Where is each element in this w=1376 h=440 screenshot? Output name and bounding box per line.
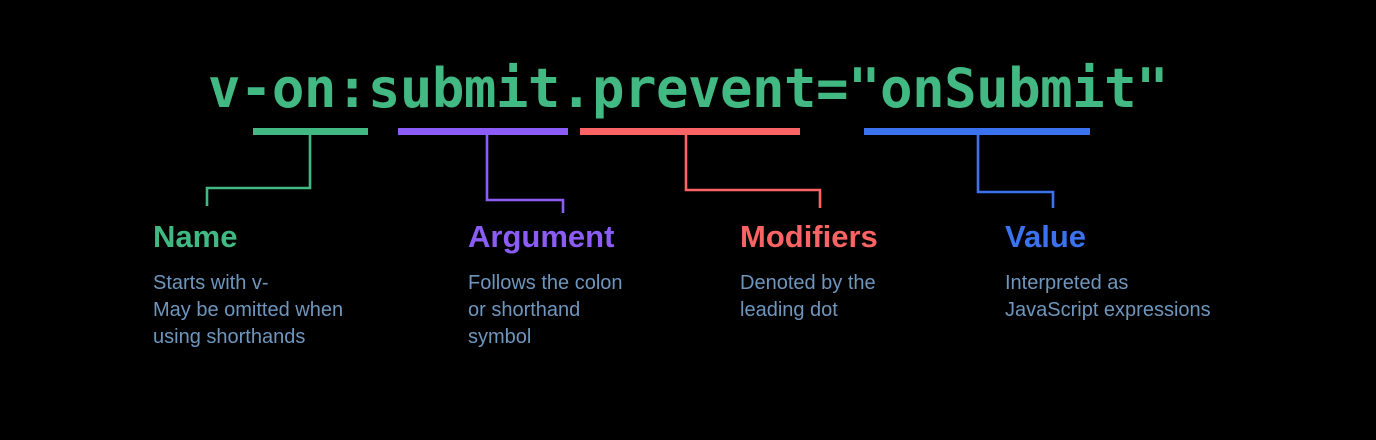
group-title-argument: Argument bbox=[468, 219, 615, 254]
group-description-name: Starts with v- May be omitted when using… bbox=[153, 272, 344, 348]
underline-argument bbox=[398, 128, 568, 135]
leader-line-argument bbox=[485, 135, 565, 213]
underline-value bbox=[864, 128, 1090, 135]
group-description-value: Interpreted as JavaScript expressions bbox=[1005, 272, 1211, 321]
group-description-modifiers: Denoted by the leading dot bbox=[740, 272, 876, 321]
underline-modifiers bbox=[580, 128, 800, 135]
group-argument: Argument Follows the colon or shorthand … bbox=[468, 218, 718, 351]
leader-line-name bbox=[205, 135, 312, 206]
group-description-argument: Follows the colon or shorthand symbol bbox=[468, 272, 623, 348]
leader-line-value bbox=[976, 135, 1055, 208]
group-title-modifiers: Modifiers bbox=[740, 219, 878, 254]
group-value: Value Interpreted as JavaScript expressi… bbox=[1005, 218, 1335, 324]
leader-line-modifiers bbox=[684, 135, 822, 208]
group-title-value: Value bbox=[1005, 219, 1086, 254]
group-title-name: Name bbox=[153, 219, 238, 254]
group-modifiers: Modifiers Denoted by the leading dot bbox=[740, 218, 985, 324]
group-name: Name Starts with v- May be omitted when … bbox=[153, 218, 453, 351]
underline-name bbox=[253, 128, 368, 135]
code-expression: v-on:submit.prevent="onSubmit" bbox=[207, 57, 1169, 120]
